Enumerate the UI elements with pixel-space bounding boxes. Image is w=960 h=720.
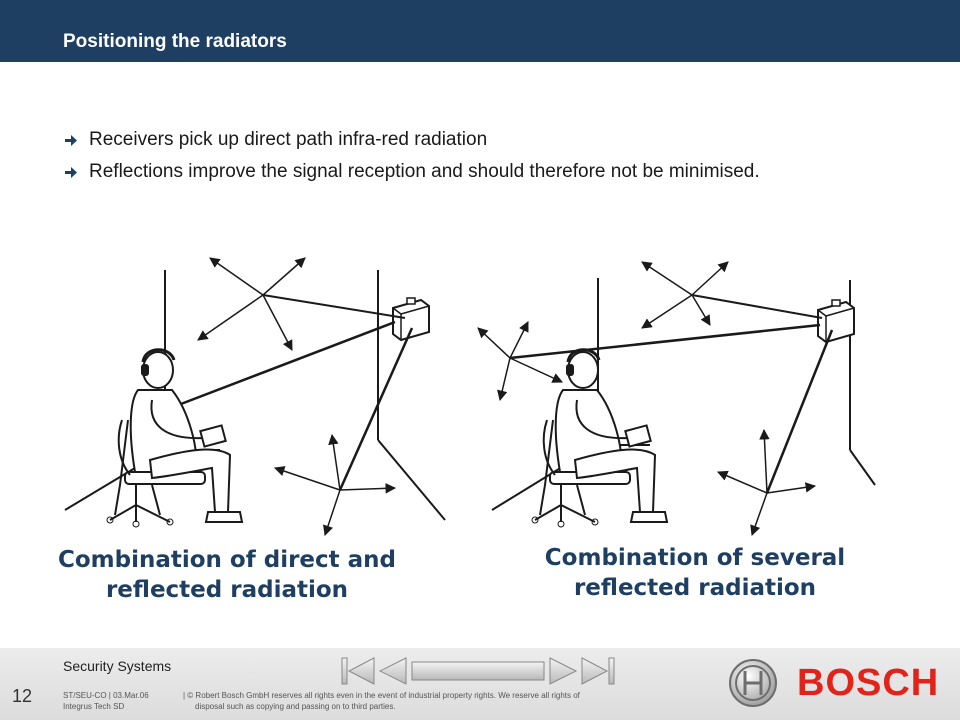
footer-meta: ST/SEU-CO | 03.Mar.06 Integrus Tech SD bbox=[63, 690, 149, 712]
bullet-text: Receivers pick up direct path infra-red … bbox=[89, 129, 488, 150]
footer-meta-line: Integrus Tech SD bbox=[63, 702, 125, 711]
bullet-arrow-icon bbox=[65, 135, 77, 146]
bosch-armature-icon bbox=[729, 659, 777, 707]
slide-title: Positioning the radiators bbox=[63, 31, 287, 52]
slide-progress-bar[interactable] bbox=[411, 661, 545, 681]
illustration-several-reflected bbox=[477, 261, 876, 536]
slide-footer: 12 Security Systems ST/SEU-CO | 03.Mar.0… bbox=[0, 648, 960, 720]
caption-several-reflected: Combination of several reflected radiati… bbox=[510, 543, 880, 603]
slide-navigation bbox=[341, 657, 615, 685]
bullet-list: Receivers pick up direct path infra-red … bbox=[63, 126, 843, 190]
bullet-item: Reflections improve the signal reception… bbox=[63, 158, 843, 186]
bullet-item: Receivers pick up direct path infra-red … bbox=[63, 126, 843, 154]
slide-header: Positioning the radiators bbox=[0, 0, 960, 62]
bosch-logo-text: BOSCH bbox=[797, 662, 940, 704]
caption-line: Combination of direct and bbox=[57, 547, 397, 573]
caption-line: reflected radiation bbox=[105, 577, 349, 603]
caption-direct-reflected: Combination of direct and reflected radi… bbox=[42, 545, 412, 605]
page-number: 12 bbox=[12, 686, 33, 706]
caption-line: reflected radiation bbox=[573, 575, 817, 601]
bullet-text: Reflections improve the signal reception… bbox=[89, 161, 760, 182]
footer-rights-line: disposal such as copying and passing on … bbox=[195, 702, 396, 711]
next-icon[interactable] bbox=[549, 657, 578, 685]
bullet-arrow-icon bbox=[65, 167, 77, 178]
last-page-icon[interactable] bbox=[581, 657, 615, 685]
illustration-direct-reflected bbox=[64, 257, 446, 536]
caption-line: Combination of several bbox=[544, 545, 846, 571]
previous-icon[interactable] bbox=[378, 657, 407, 685]
footer-rights: | © Robert Bosch GmbH reserves all right… bbox=[183, 690, 663, 712]
footer-meta-line: ST/SEU-CO | 03.Mar.06 bbox=[63, 691, 149, 700]
company-name: Security Systems bbox=[63, 658, 172, 674]
first-page-icon[interactable] bbox=[341, 657, 375, 685]
footer-rights-line: | © Robert Bosch GmbH reserves all right… bbox=[183, 691, 580, 700]
